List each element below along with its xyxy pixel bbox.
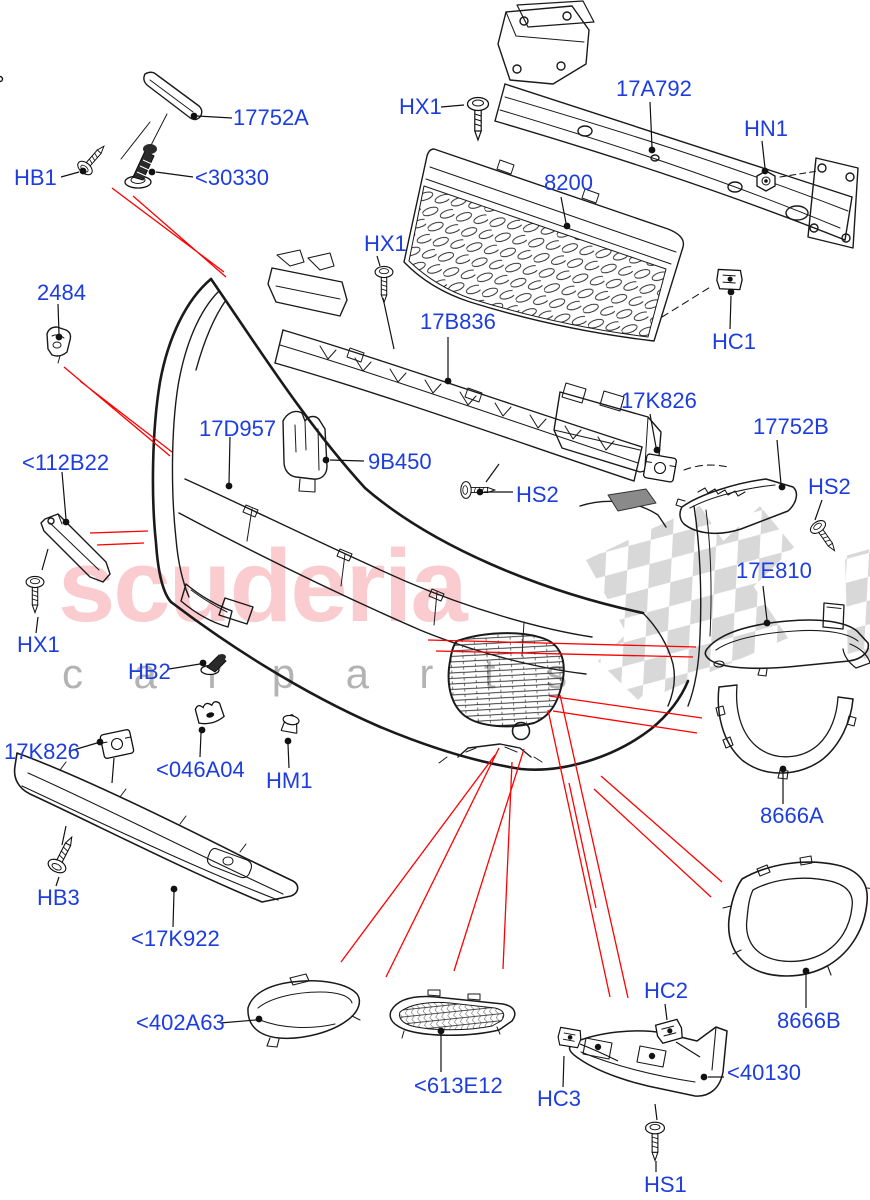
part-label-hc1[interactable]: HC1	[712, 329, 757, 354]
part-label-17e810[interactable]: 17E810	[736, 558, 812, 583]
part-label-hb2[interactable]: HB2	[128, 659, 171, 684]
part-8666a-bezel	[715, 684, 857, 780]
part-label-hs1[interactable]: HS1	[644, 1172, 687, 1197]
part-label-hs2-a[interactable]: HS2	[516, 482, 559, 507]
part-label-17k922[interactable]: <17K922	[131, 926, 220, 951]
bolt-30330	[124, 144, 157, 189]
part-label-30330[interactable]: <30330	[195, 165, 270, 190]
part-9b450-bracket	[282, 410, 328, 493]
part-label-hx1-a[interactable]: HX1	[399, 94, 442, 119]
part-label-9b450[interactable]: 9B450	[368, 449, 432, 474]
watermark-brand: scuderia	[58, 528, 468, 643]
part-label-8200[interactable]: 8200	[544, 170, 593, 195]
part-label-hs2-b[interactable]: HS2	[808, 474, 851, 499]
part-613e12-grille-insert	[389, 989, 516, 1039]
part-17e810-lamp	[704, 602, 870, 677]
part-17d957-bumper-cover	[151, 277, 712, 771]
part-label-hc3[interactable]: HC3	[537, 1086, 582, 1111]
part-label-40130[interactable]: <40130	[727, 1060, 802, 1085]
fasteners	[25, 96, 842, 1161]
part-17752a-strip	[0, 71, 203, 160]
part-label-hc2[interactable]: HC2	[644, 978, 689, 1003]
part-2484-bracket	[46, 326, 72, 364]
part-label-17752a[interactable]: 17752A	[233, 105, 309, 130]
part-label-613e12[interactable]: <613E12	[414, 1073, 503, 1098]
part-8666b-bezel	[722, 855, 870, 977]
part-label-hx1-b[interactable]: HX1	[364, 231, 407, 256]
part-40130-bracket	[568, 1026, 728, 1097]
part-label-hb1[interactable]: HB1	[14, 165, 57, 190]
part-label-hm1[interactable]: HM1	[266, 768, 313, 793]
part-17k922-deflector	[13, 752, 299, 903]
part-17b836-energy-absorber	[267, 249, 713, 482]
red-callout-lines	[63, 187, 723, 999]
part-label-17752b[interactable]: 17752B	[753, 414, 829, 439]
part-8200-grille	[403, 148, 685, 342]
part-label-402a63[interactable]: <402A63	[136, 1010, 225, 1035]
leader-lines	[35, 101, 823, 1172]
part-label-8666a[interactable]: 8666A	[760, 803, 824, 828]
part-label-17b836[interactable]: 17B836	[420, 309, 496, 334]
part-17752b-trim	[675, 170, 819, 535]
part-112b22-bracket	[40, 513, 111, 583]
part-label-17a792[interactable]: 17A792	[616, 76, 692, 101]
checkered-flag-watermark	[586, 506, 870, 700]
part-label-8666b[interactable]: 8666B	[777, 1008, 841, 1033]
part-label-112b22[interactable]: <112B22	[22, 450, 110, 475]
part-label-2484[interactable]: 2484	[37, 280, 86, 305]
part-label-hx1-c[interactable]: HX1	[17, 632, 60, 657]
bolt-hb2	[200, 654, 227, 676]
part-label-17k826-l[interactable]: 17K826	[4, 739, 80, 764]
part-label-17d957[interactable]: 17D957	[199, 416, 277, 441]
part-label-hb3[interactable]: HB3	[37, 885, 80, 910]
part-label-hn1[interactable]: HN1	[744, 116, 789, 141]
part-17a792-reinforcement-bar	[494, 0, 859, 249]
part-402a63-lamp	[247, 973, 361, 1048]
part-label-17k826-r[interactable]: 17K826	[621, 388, 697, 413]
part-label-046a04[interactable]: <046A04	[156, 757, 245, 782]
